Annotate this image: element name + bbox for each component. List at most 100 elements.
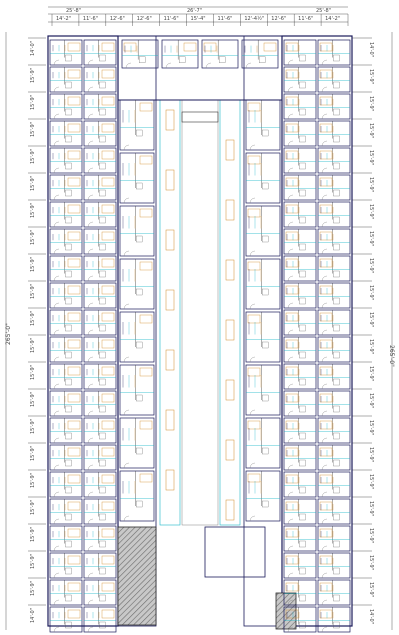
unit-wall — [83, 66, 117, 93]
bath — [67, 204, 81, 214]
fixture — [333, 162, 340, 170]
unit-wall — [49, 66, 83, 93]
unit — [83, 471, 117, 498]
unit-wall — [283, 390, 317, 417]
door-swing — [321, 626, 328, 633]
unit — [245, 99, 281, 151]
unit-wall — [317, 66, 351, 93]
door-swing — [321, 329, 328, 336]
bath — [247, 208, 261, 218]
fixture — [65, 351, 72, 359]
door-swing — [53, 599, 60, 606]
dim-upper-center: 26'-7" — [187, 8, 202, 14]
door-swing — [287, 491, 294, 498]
unit-wall — [119, 311, 155, 363]
fixture — [99, 216, 106, 224]
door-swing — [321, 113, 328, 120]
bath — [67, 447, 81, 457]
left-corridor — [159, 99, 181, 526]
unit-wall — [283, 201, 317, 228]
bath — [285, 474, 299, 484]
bath — [285, 555, 299, 565]
unit — [49, 336, 83, 363]
side-dim-label-left: 15'-9" — [30, 500, 36, 515]
unit-wall — [49, 228, 83, 255]
unit — [283, 282, 317, 309]
fixture — [333, 324, 340, 332]
fixture — [65, 567, 72, 575]
fixture — [136, 500, 143, 508]
unit-wall — [49, 282, 83, 309]
unit-wall — [83, 282, 117, 309]
unit-wall — [317, 444, 351, 471]
unit — [83, 255, 117, 282]
side-dim-label-right: 15'-9" — [368, 447, 374, 462]
door-swing — [249, 409, 256, 416]
unit — [119, 364, 155, 416]
unit — [317, 147, 351, 174]
side-dim-label-left: 15'-9" — [30, 365, 36, 380]
fixture — [99, 243, 106, 251]
fixture — [136, 182, 143, 190]
corridor-stair — [225, 439, 235, 461]
unit — [49, 120, 83, 147]
unit-wall — [49, 174, 83, 201]
door-swing — [321, 86, 328, 93]
side-dim-label-left: 15'-9" — [30, 284, 36, 299]
top-dimension-strings: 25'-8" 26'-7" 25'-8" 14'-2"11'-6"12'-6"1… — [48, 6, 349, 26]
unit — [283, 201, 317, 228]
side-dim-label-right: 15'-9" — [368, 582, 374, 597]
door-swing — [123, 409, 130, 416]
door-swing — [321, 248, 328, 255]
building-outline — [47, 35, 353, 627]
unit — [83, 93, 117, 120]
fixture — [65, 162, 72, 170]
fixture — [299, 459, 306, 467]
right-inner-wall — [243, 35, 283, 627]
door-swing — [321, 464, 328, 471]
door-swing — [87, 194, 94, 201]
dim-segment-label: 11'-6" — [164, 16, 179, 22]
unit — [283, 309, 317, 336]
dim-segment-label: 11'-6" — [83, 16, 98, 22]
unit-wall — [83, 174, 117, 201]
unit — [83, 363, 117, 390]
unit-wall — [49, 444, 83, 471]
side-dim-label-right: 14'-0" — [368, 42, 374, 57]
unit-wall — [83, 579, 117, 606]
unit-wall — [119, 258, 155, 310]
fixture — [136, 235, 143, 243]
fixture — [333, 594, 340, 602]
unit — [245, 470, 281, 522]
side-dim-label-left: 15'-9" — [30, 311, 36, 326]
unit-wall — [245, 417, 281, 469]
unit-wall — [49, 363, 83, 390]
bath — [101, 231, 115, 241]
door-swing — [53, 140, 60, 147]
side-dim-label-left: 15'-9" — [30, 203, 36, 218]
side-dim-label-right: 15'-9" — [368, 501, 374, 516]
unit-wall — [49, 120, 83, 147]
fixture — [136, 341, 143, 349]
side-dim-label-right: 15'-9" — [368, 339, 374, 354]
fixture — [65, 243, 72, 251]
fixture — [65, 135, 72, 143]
right-wing-wall — [281, 35, 353, 627]
unit — [317, 228, 351, 255]
door-swing — [87, 572, 94, 579]
unit — [119, 417, 155, 469]
corridor-stair — [225, 379, 235, 401]
door-swing — [87, 113, 94, 120]
fixture — [333, 540, 340, 548]
door-swing — [87, 248, 94, 255]
door-swing — [287, 437, 294, 444]
fixture — [333, 567, 340, 575]
unit-wall — [83, 444, 117, 471]
fixture — [65, 297, 72, 305]
fixture — [333, 108, 340, 116]
unit-wall — [83, 39, 117, 66]
side-dim-label-right: 15'-9" — [368, 150, 374, 165]
bath — [67, 366, 81, 376]
door-swing — [287, 329, 294, 336]
door-swing — [321, 599, 328, 606]
